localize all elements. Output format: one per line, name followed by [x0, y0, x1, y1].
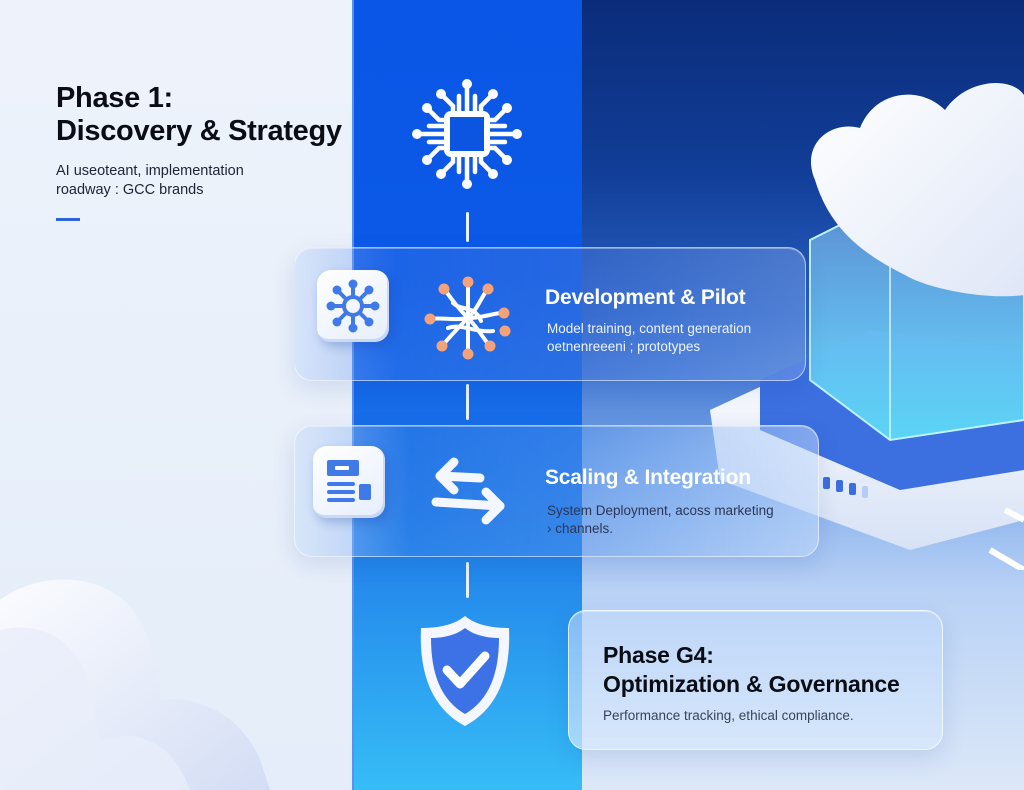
phase-desc-line2: oetnenreeeni ; prototypes	[547, 339, 701, 354]
network-hub-icon	[326, 279, 380, 333]
phase-1-intro: Phase 1: Discovery & Strategy AI useotea…	[56, 82, 346, 221]
phase-desc-line2: › channels.	[547, 521, 614, 536]
connector-line	[466, 384, 469, 420]
phase-title: Scaling & Integration	[545, 466, 751, 489]
phase-1-desc-line1: AI useoteant, implementation	[56, 163, 244, 179]
phase-title-line1: Phase G4:	[603, 642, 714, 668]
phase-1-title-line1: Phase 1:	[56, 82, 173, 114]
phase-desc-line1: System Deployment, acoss marketing	[547, 503, 774, 518]
phase-description: Performance tracking, ethical compliance…	[603, 708, 854, 723]
phase-description: Model training, content generation oetne…	[547, 320, 751, 356]
cloud-server-illustration	[710, 83, 1024, 570]
swap-arrows-icon	[431, 457, 505, 525]
tile	[317, 270, 389, 342]
phase-1-title-line2: Discovery & Strategy	[56, 115, 342, 147]
phase-1-desc-line2: roadway : GCC brands	[56, 182, 204, 198]
accent-bar	[56, 218, 80, 221]
connector-line	[466, 562, 469, 598]
cloud-decoration	[0, 579, 270, 790]
connector-line	[466, 212, 469, 242]
phase-title-line2: Optimization & Governance	[603, 671, 900, 697]
phase-1-title: Phase 1: Discovery & Strategy	[56, 82, 346, 148]
cpu-chip-icon	[412, 79, 522, 189]
document-icon	[327, 460, 371, 502]
neural-network-icon	[424, 276, 511, 360]
phase-title: Development & Pilot	[545, 286, 746, 309]
phase-1-description: AI useoteant, implementation roadway : G…	[56, 162, 346, 200]
phase-card-optimization: Phase G4: Optimization & Governance Perf…	[568, 610, 943, 750]
tile	[313, 446, 385, 518]
phase-title: Phase G4: Optimization & Governance	[603, 641, 900, 699]
phase-description: System Deployment, acoss marketing › cha…	[547, 502, 774, 538]
phase-card-scaling: Scaling & Integration System Deployment,…	[294, 425, 819, 557]
phase-desc-line1: Model training, content generation	[547, 321, 752, 336]
phase-card-development: Development & Pilot Model training, cont…	[294, 247, 806, 381]
shield-check-icon	[420, 616, 510, 726]
